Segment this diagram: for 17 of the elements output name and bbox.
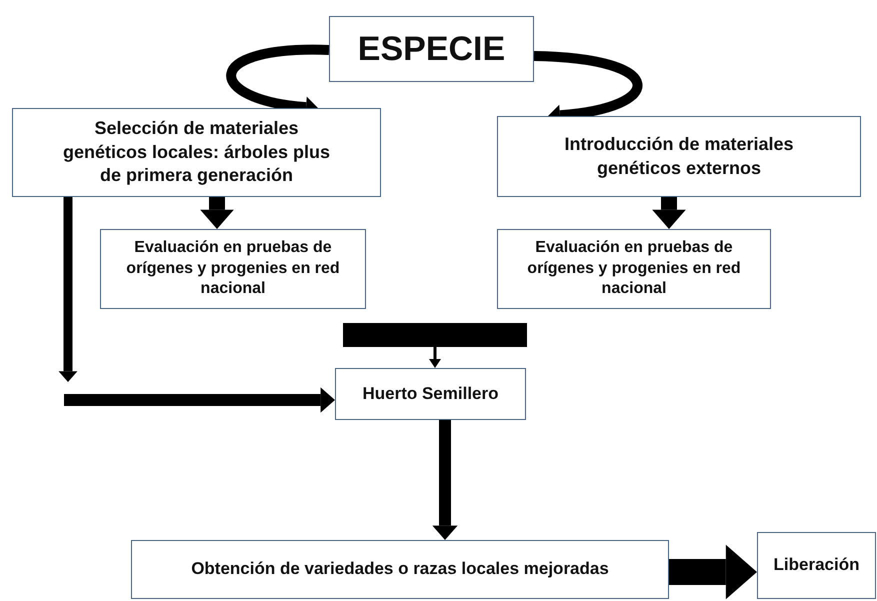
box-text: Evaluación en pruebas de orígenes y progenies en red nacional: [526, 238, 742, 300]
box-text: Liberación: [774, 554, 860, 576]
process-box: [497, 116, 861, 197]
title-text: ESPECIE: [358, 28, 506, 70]
box-text: Selección de materiales genéticos locales: árboles plus de primera generación: [62, 117, 332, 188]
process-box: [131, 540, 669, 599]
process-box: [335, 368, 526, 420]
process-box: [12, 108, 381, 197]
bar-block: [343, 323, 527, 347]
process-box: [100, 229, 366, 309]
box-text: Huerto Semillero: [362, 382, 499, 405]
process-box: [329, 16, 534, 82]
process-box: [757, 532, 876, 599]
box-text: Introducción de materiales genéticos externos: [563, 133, 795, 180]
box-text: Evaluación en pruebas de orígenes y progenies en red nacional: [126, 238, 340, 300]
process-box: [497, 229, 771, 309]
box-text: Obtención de variedades o razas locales mejoradas: [191, 558, 609, 580]
